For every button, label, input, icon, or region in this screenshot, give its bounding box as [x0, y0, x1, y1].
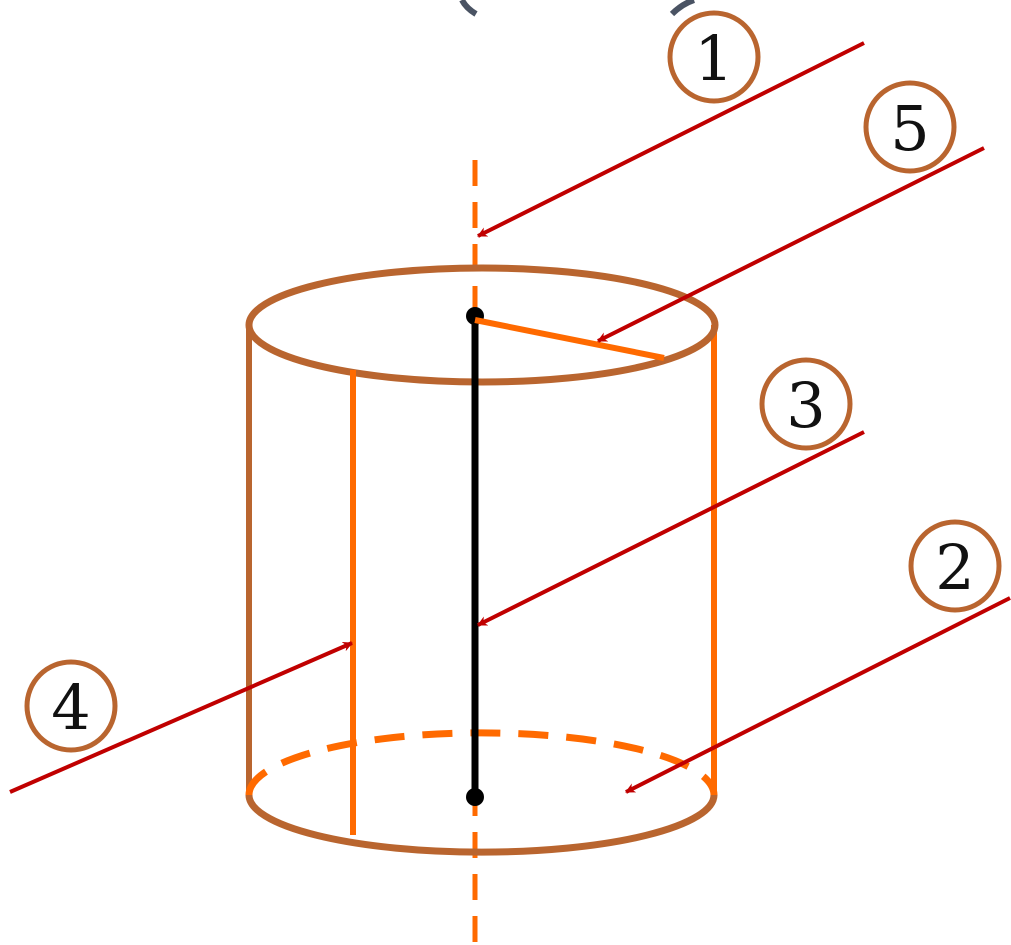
callout-arrow-2: [625, 596, 1011, 794]
height-bottom-point: [466, 788, 484, 806]
callout-arrow-3: [477, 430, 865, 627]
callout-arrow-4: [9, 641, 353, 794]
top-radius-segment: [474, 317, 665, 361]
top-circle: [245, 264, 719, 386]
callout-arrow-1: [477, 41, 865, 238]
callout-badge-5: 5: [863, 80, 957, 174]
callout-label-2: 2: [935, 531, 974, 604]
callout-badge-4: 4: [24, 659, 118, 753]
callout-badge-3: 3: [759, 357, 853, 451]
callout-label-3: 3: [786, 369, 825, 442]
callout-label-1: 1: [694, 22, 733, 95]
callout-badge-1: 1: [667, 10, 761, 104]
base-circle: [245, 729, 718, 796]
callout-badge-2: 2: [908, 519, 1002, 613]
callout-label-5: 5: [890, 92, 929, 165]
callout-label-4: 4: [51, 671, 90, 744]
top-clip-right: [669, 0, 696, 17]
top-clip-left: [459, 0, 478, 17]
base-front-arc: [245, 794, 718, 856]
callout-arrow-5: [597, 146, 985, 343]
